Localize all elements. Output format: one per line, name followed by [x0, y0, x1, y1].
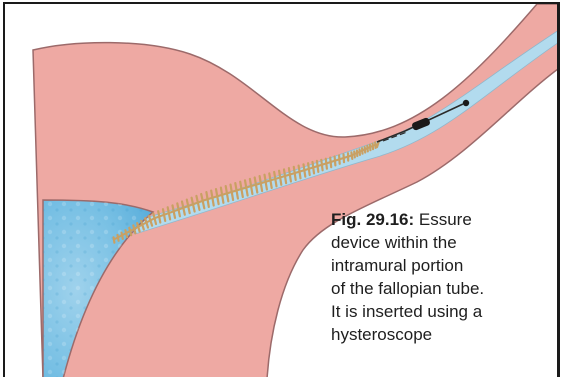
- coil-turn: [125, 230, 127, 237]
- caption-line: hysteroscope: [331, 325, 432, 344]
- figure-caption: Fig. 29.16: Essure device within the int…: [331, 208, 557, 346]
- caption-line: intramural portion: [331, 256, 463, 275]
- coil-turn: [367, 146, 368, 152]
- coil-turn: [339, 155, 340, 163]
- coil-turn: [370, 145, 371, 151]
- coil-turn: [330, 158, 331, 168]
- coil-turn: [335, 157, 336, 166]
- coil-turn: [344, 154, 345, 162]
- coil-turn: [317, 161, 318, 172]
- coil-turn: [313, 162, 315, 173]
- coil-turn: [354, 152, 355, 158]
- coil-turn: [122, 233, 123, 239]
- coil-turn: [326, 159, 327, 169]
- caption-line: device within the: [331, 233, 457, 252]
- caption-line: Essure: [419, 210, 472, 229]
- coil-turn: [118, 235, 119, 241]
- coil-turn: [114, 237, 115, 242]
- figure-label: Fig. 29.16:: [331, 210, 414, 229]
- caption-line: of the fallopian tube.: [331, 279, 484, 298]
- coil-turn: [321, 160, 322, 171]
- coil-turn: [365, 147, 366, 152]
- caption-line: It is inserted using a: [331, 302, 482, 321]
- catheter-end: [463, 100, 469, 106]
- figure-frame: Fig. 29.16: Essure device within the int…: [3, 2, 560, 377]
- coil-turn: [351, 152, 352, 159]
